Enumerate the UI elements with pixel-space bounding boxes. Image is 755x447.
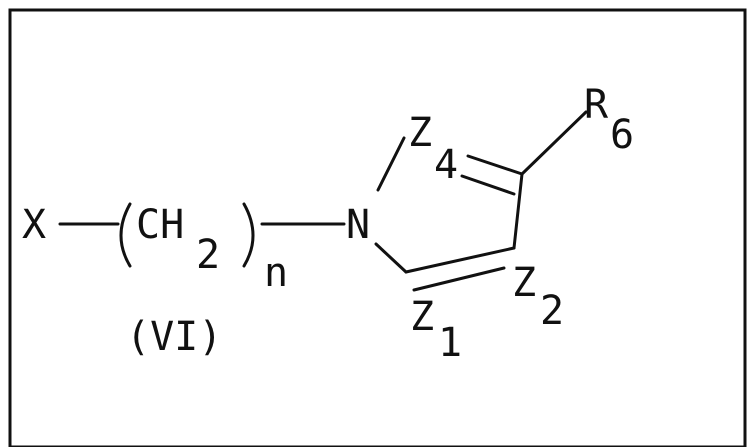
bond-z1-c-b bbox=[412, 266, 506, 292]
right-paren bbox=[242, 202, 255, 268]
atom-z4-subscript: 4 bbox=[434, 142, 458, 188]
atom-z4: Z bbox=[408, 110, 432, 156]
atom-ch-subscript: 2 bbox=[196, 232, 220, 278]
bond-c-r6 bbox=[520, 110, 588, 176]
atom-r6: R bbox=[584, 82, 609, 128]
bond-z1-c-a bbox=[404, 246, 516, 274]
atom-z2-subscript: 2 bbox=[540, 288, 564, 334]
bond-n-z4 bbox=[376, 136, 406, 192]
atom-nitrogen: N bbox=[346, 202, 370, 248]
atom-z1-subscript: 1 bbox=[438, 320, 462, 366]
bond-c-c bbox=[512, 172, 524, 250]
atom-x: X bbox=[22, 202, 46, 248]
bond-z4-c-b bbox=[460, 174, 516, 196]
compound-label: (VI) bbox=[126, 314, 222, 360]
atom-ch: CH bbox=[136, 202, 184, 248]
figure-border bbox=[8, 8, 747, 447]
atom-z2: Z bbox=[512, 260, 536, 306]
atom-r6-subscript: 6 bbox=[610, 112, 634, 158]
repeat-subscript-n: n bbox=[264, 250, 288, 296]
bond-z4-c-a bbox=[466, 154, 524, 176]
atom-z1: Z bbox=[410, 294, 434, 340]
left-paren bbox=[119, 202, 132, 268]
bond-n-z1 bbox=[374, 242, 408, 274]
